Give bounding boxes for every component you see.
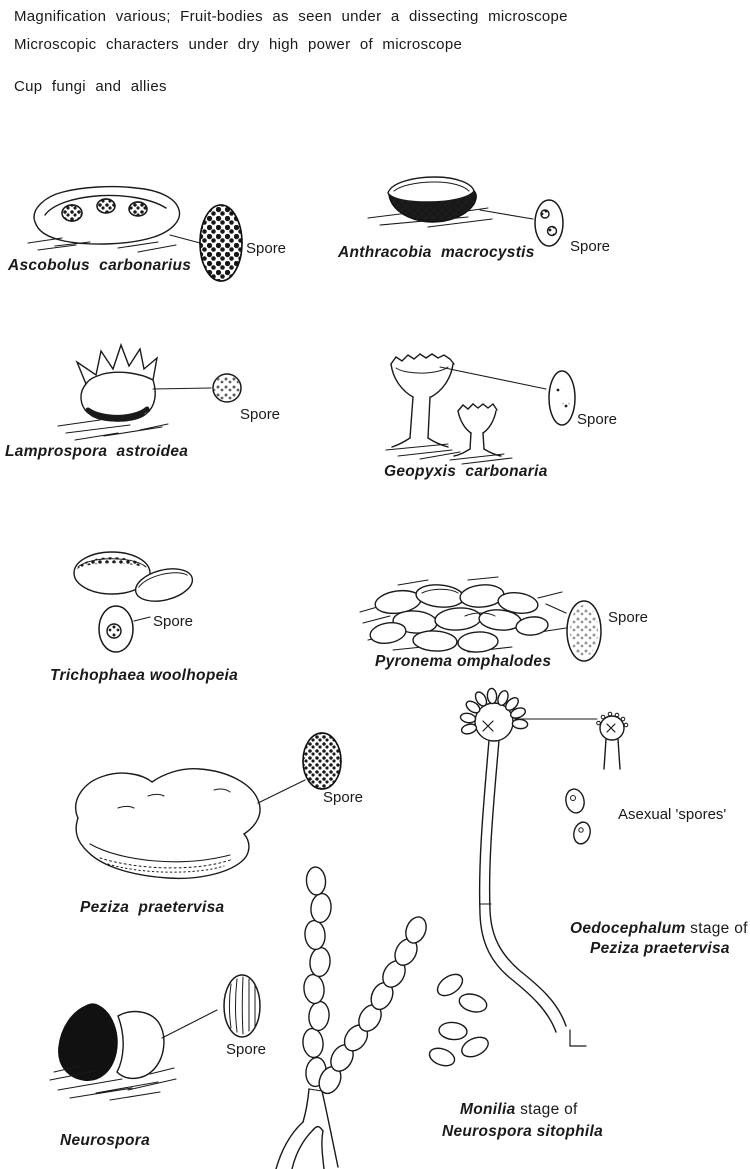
oedocephalum-drawing: [459, 687, 629, 1047]
label-neurospora-line1: Neurospora: [60, 1131, 150, 1149]
label-monilia-suffix: stage of: [515, 1101, 578, 1118]
label-pyronema: Pyronema omphalodes: [375, 653, 552, 670]
spore-label-anthracobia: Spore: [570, 238, 611, 255]
ascobolus-drawing: [27, 185, 243, 282]
caption-line-2: Microscopic characters under dry high po…: [14, 36, 463, 53]
label-neurospora: Neurospora sitophila: [30, 1092, 180, 1169]
anthracobia-drawing: [367, 176, 564, 247]
monilia-drawing: [275, 866, 489, 1169]
peziza-drawing: [75, 732, 342, 880]
spore-label-ascobolus: Spore: [246, 240, 287, 257]
label-oedocephalum-name: Oedocephalum: [570, 920, 686, 937]
label-oedocephalum-line2: Peziza praetervisa: [590, 940, 730, 957]
label-anthracobia: Anthracobia macrocystis: [338, 244, 535, 261]
spore-label-pyronema: Spore: [608, 609, 649, 626]
label-ascobolus: Ascobolus carbonarius: [8, 257, 192, 274]
label-lamprospora: Lamprospora astroidea: [5, 443, 189, 460]
spore-label-lamprospora: Spore: [240, 406, 281, 423]
caption-line-1: Magnification various; Fruit-bodies as s…: [14, 8, 568, 25]
section-title: Cup fungi and allies: [14, 78, 167, 95]
label-oedocephalum: Oedocephalum stage of: [570, 919, 748, 938]
spore-label-geopyxis: Spore: [577, 411, 618, 428]
label-monilia-name: Monilia: [460, 1101, 516, 1118]
label-trichophaea: Trichophaea woolhopeia: [50, 667, 239, 684]
trichophaea-drawing: [73, 551, 194, 653]
geopyxis-drawing: [385, 353, 576, 465]
spore-label-trichophaea: Spore: [153, 613, 194, 630]
pyronema-drawing: [359, 576, 602, 662]
neurospora-drawing: [49, 974, 261, 1101]
spore-label-neurospora: Spore: [226, 1041, 267, 1058]
label-peziza: Peziza praetervisa: [80, 899, 225, 916]
lamprospora-drawing: [57, 342, 242, 441]
label-monilia-line2: Neurospora sitophila: [442, 1123, 604, 1140]
spore-label-peziza: Spore: [323, 789, 364, 806]
label-asexual-spores: Asexual 'spores': [618, 806, 727, 823]
label-geopyxis: Geopyxis carbonaria: [384, 463, 548, 480]
label-monilia: Monilia stage of: [460, 1100, 578, 1119]
label-oedocephalum-suffix: stage of: [685, 920, 748, 937]
